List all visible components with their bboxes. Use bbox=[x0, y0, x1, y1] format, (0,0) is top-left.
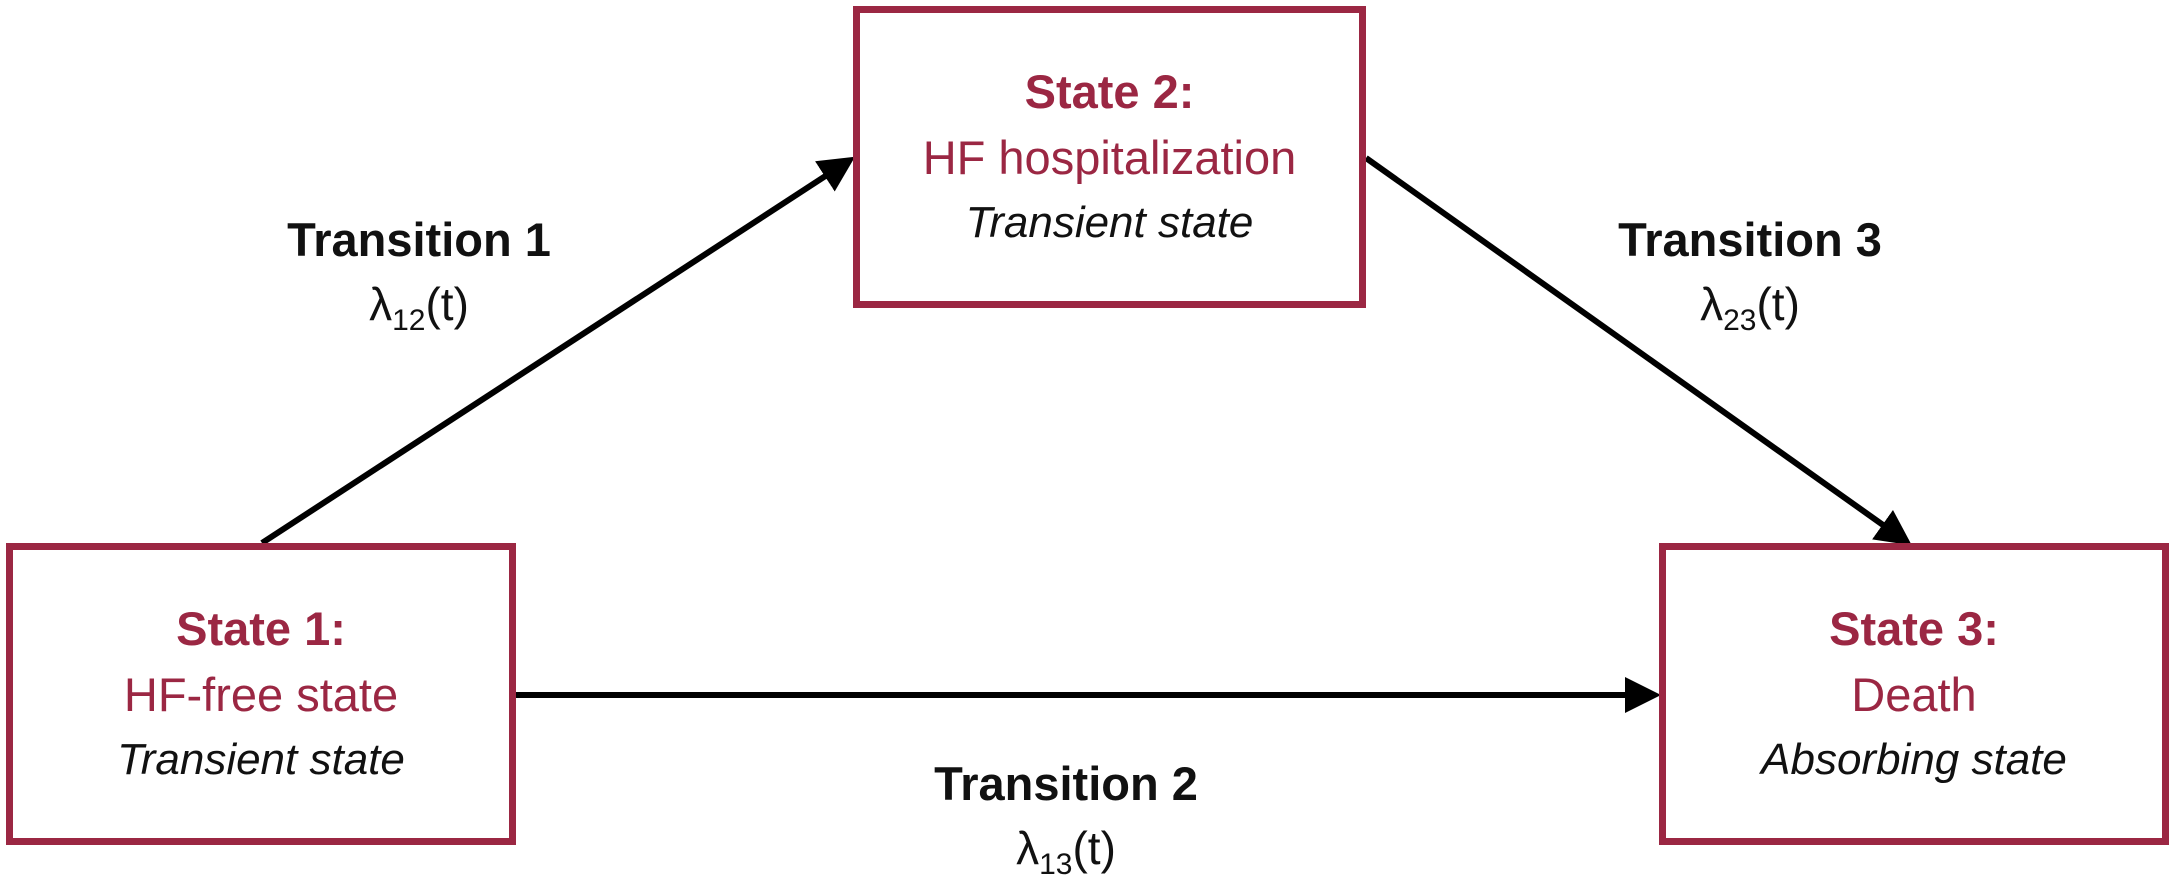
rate-argument: (t) bbox=[425, 278, 469, 330]
state-1-name: HF-free state bbox=[123, 668, 399, 721]
state-3-box: State 3: Death Absorbing state bbox=[1659, 543, 2169, 845]
state-3-title: State 3: bbox=[1829, 602, 1999, 655]
transition-1-name: Transition 1 bbox=[287, 213, 551, 266]
transition-2-label: Transition 2 λ13(t) bbox=[866, 752, 1266, 880]
rate-subscript: 12 bbox=[392, 304, 426, 337]
transition-1-rate: λ12(t) bbox=[219, 272, 619, 336]
state-3-type: Absorbing state bbox=[1761, 735, 2067, 784]
transition-3-label: Transition 3 λ23(t) bbox=[1550, 208, 1950, 336]
transition-2-rate: λ13(t) bbox=[866, 816, 1266, 880]
state-1-type: Transient state bbox=[117, 735, 405, 784]
state-2-title: State 2: bbox=[1024, 65, 1195, 118]
rate-symbol: λ bbox=[1016, 822, 1040, 874]
rate-argument: (t) bbox=[1756, 278, 1800, 330]
rate-argument: (t) bbox=[1072, 822, 1116, 874]
state-2-type: Transient state bbox=[965, 198, 1254, 247]
state-2-box: State 2: HF hospitalization Transient st… bbox=[853, 6, 1366, 308]
rate-symbol: λ bbox=[369, 278, 393, 330]
transition-2-name: Transition 2 bbox=[934, 757, 1198, 810]
transition-3-rate: λ23(t) bbox=[1550, 272, 1950, 336]
rate-subscript: 23 bbox=[1723, 304, 1757, 337]
state-1-box: State 1: HF-free state Transient state bbox=[6, 543, 516, 845]
state-2-name: HF hospitalization bbox=[922, 131, 1297, 184]
rate-symbol: λ bbox=[1700, 278, 1724, 330]
transition-3-name: Transition 3 bbox=[1618, 213, 1882, 266]
state-1-title: State 1: bbox=[176, 602, 346, 655]
transition-3-arrow bbox=[1364, 155, 1912, 546]
rate-subscript: 13 bbox=[1039, 848, 1073, 881]
state-3-name: Death bbox=[1851, 668, 1977, 721]
transition-1-label: Transition 1 λ12(t) bbox=[219, 208, 619, 336]
transition-1-arrow bbox=[260, 156, 856, 546]
